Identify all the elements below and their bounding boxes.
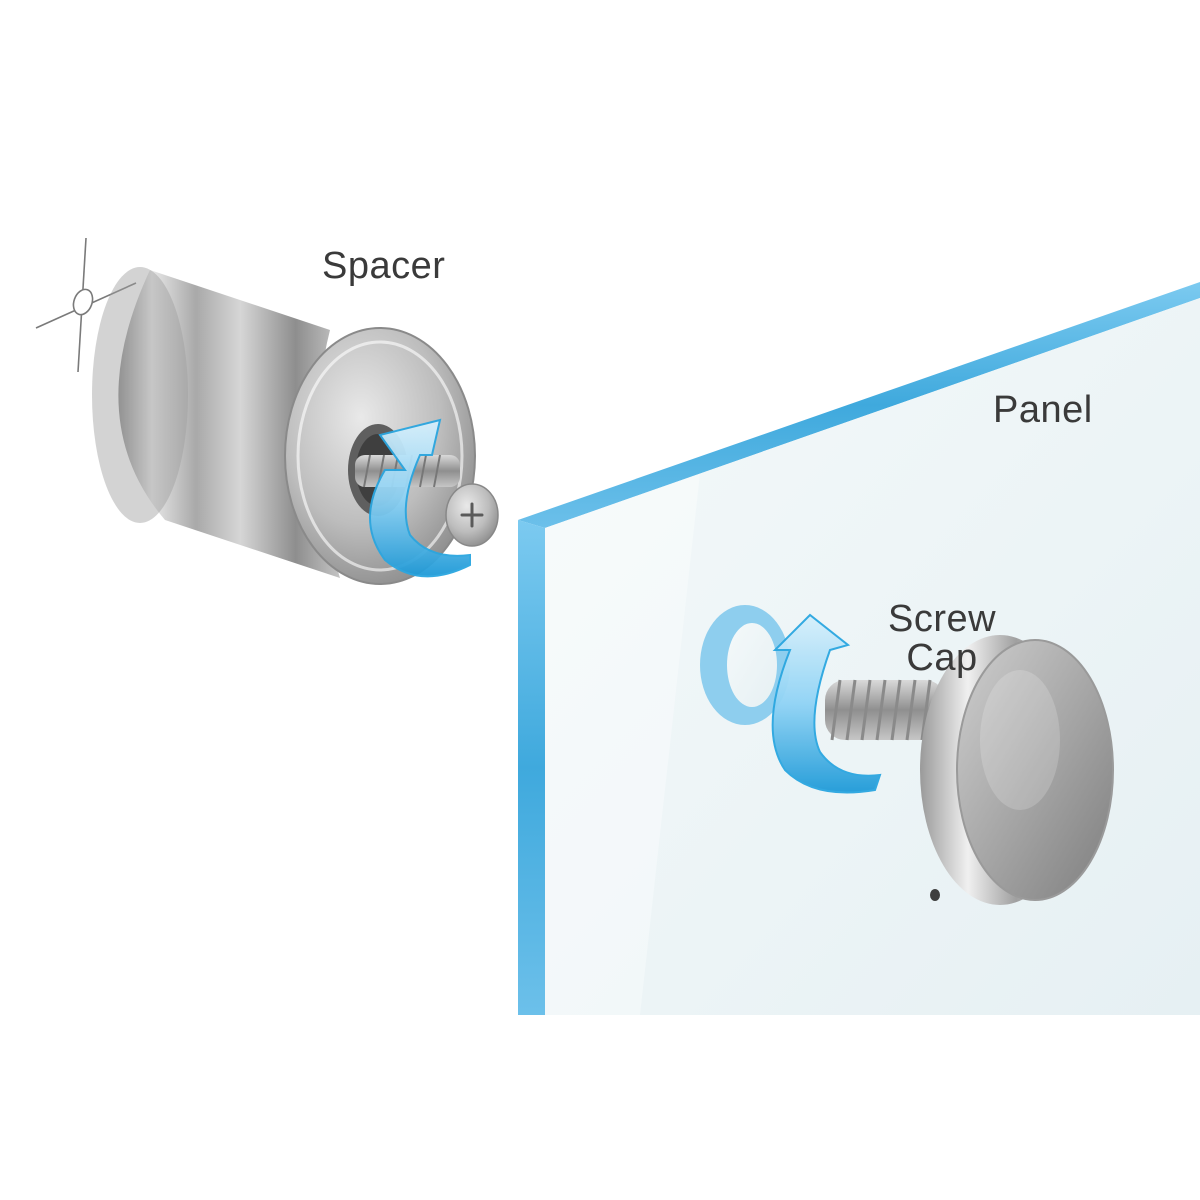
screw-cap-label-line2: Cap bbox=[906, 637, 978, 679]
screw-cap-label-line1: Screw bbox=[888, 598, 997, 640]
spacer-label: Spacer bbox=[322, 245, 446, 287]
rotation-arrow-icon bbox=[369, 418, 471, 578]
panel-left-edge bbox=[518, 520, 545, 1015]
glass-panel bbox=[518, 282, 1200, 1015]
mounting-hole-icon bbox=[35, 237, 137, 373]
screw-cap-label: Screw Cap bbox=[888, 600, 996, 678]
sleeve-ring bbox=[700, 605, 790, 725]
panel-label: Panel bbox=[993, 389, 1093, 431]
screw-cap bbox=[825, 635, 1114, 905]
rotation-arrow-icon-cap bbox=[771, 613, 882, 794]
panel-top-edge bbox=[518, 282, 1200, 528]
